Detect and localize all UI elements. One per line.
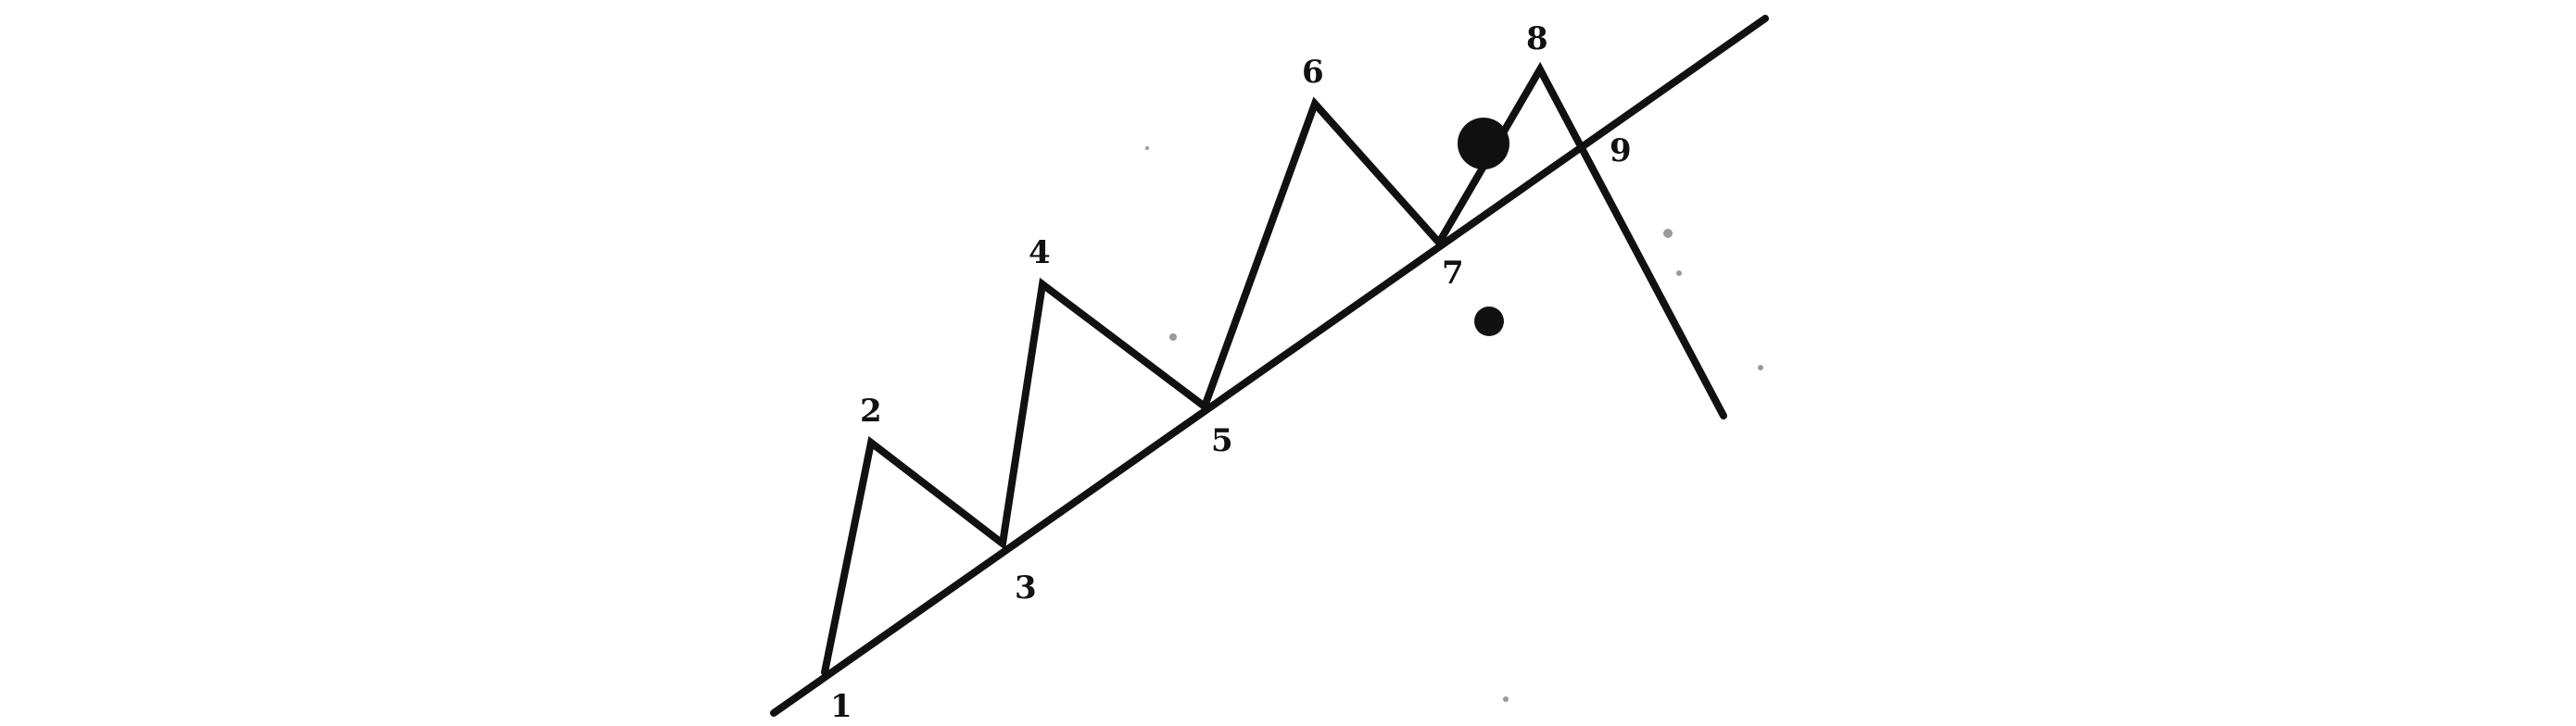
trend-line: [770, 15, 1769, 717]
point-label-4: 4: [1029, 234, 1051, 271]
small-dot-marker: [1474, 307, 1504, 336]
speck: [1758, 365, 1763, 370]
speck: [1503, 696, 1509, 702]
point-label-6: 6: [1302, 54, 1324, 91]
speck: [1676, 270, 1682, 276]
point-label-9: 9: [1610, 132, 1632, 169]
price-zigzag-path: [821, 61, 1727, 676]
point-label-7: 7: [1442, 255, 1464, 292]
large-dot-marker: [1458, 118, 1509, 169]
point-label-5: 5: [1211, 422, 1233, 459]
speck: [1663, 229, 1673, 238]
speck: [1145, 146, 1149, 150]
point-label-8: 8: [1526, 20, 1548, 57]
point-label-2: 2: [860, 393, 882, 430]
point-label-3: 3: [1015, 570, 1037, 607]
point-label-1: 1: [830, 688, 852, 725]
speck: [1169, 333, 1177, 341]
